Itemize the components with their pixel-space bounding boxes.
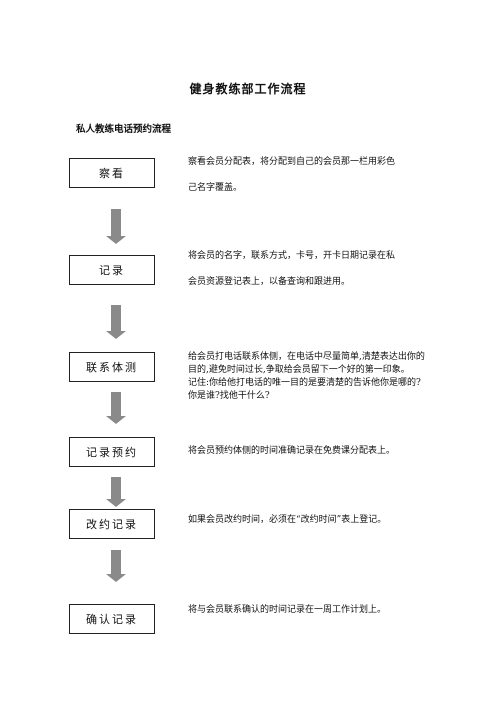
- page-title: 健身教练部工作流程: [189, 82, 307, 96]
- desc-line: 目的,避免时间过长,争取给会员留下一个好的第一印象。: [188, 365, 410, 375]
- desc-line: 将会员预约体侧的时间准确记录在免费课分配表上。: [188, 446, 396, 456]
- step-desc-confirm: 将与会员联系确认的时间记录在一周工作计划上。: [188, 604, 468, 617]
- desc-line: 你是谁?找他干什么?: [188, 391, 270, 401]
- step-box-contact-test: 联系体测: [69, 352, 155, 382]
- step-desc-reschedule: 如果会员改约时间，必须在“改约时间”表上登记。: [188, 514, 468, 527]
- desc-line: 会员资源登记表上，以备查询和跟进用。: [188, 277, 351, 287]
- desc-line: 察看会员分配表，将分配到自己的会员那一栏用彩色: [188, 157, 396, 167]
- step-box-record-appointment: 记录预约: [69, 437, 155, 467]
- step-desc-view: 察看会员分配表，将分配到自己的会员那一栏用彩色 己名字覆盖。: [188, 156, 468, 195]
- desc-line: 记住:你给他打电话的唯一目的是要清楚的告诉他你是哪的?: [188, 378, 421, 388]
- desc-line: 将与会员联系确认的时间记录在一周工作计划上。: [188, 605, 387, 615]
- desc-line: 如果会员改约时间，必须在“改约时间”表上登记。: [188, 515, 387, 525]
- desc-line: 给会员打电话联系体侧，在电话中尽量简单,清楚表达出你的: [188, 352, 425, 362]
- step-box-reschedule: 改约记录: [69, 509, 155, 539]
- desc-line: 己名字覆盖。: [188, 183, 243, 193]
- step-box-confirm: 确认记录: [69, 604, 155, 634]
- step-desc-record: 将会员的名字，联系方式，卡号，开卡日期记录在私 会员资源登记表上，以备查询和跟进…: [188, 250, 468, 289]
- step-desc-record-appointment: 将会员预约体侧的时间准确记录在免费课分配表上。: [188, 445, 468, 458]
- section-subtitle: 私人教练电话预约流程: [76, 124, 172, 135]
- desc-line: 将会员的名字，联系方式，卡号，开卡日期记录在私: [188, 251, 396, 261]
- step-box-view: 察看: [69, 158, 155, 188]
- step-box-record: 记录: [69, 255, 155, 285]
- step-desc-contact-test: 给会员打电话联系体侧，在电话中尽量简单,清楚表达出你的 目的,避免时间过长,争取…: [188, 351, 468, 403]
